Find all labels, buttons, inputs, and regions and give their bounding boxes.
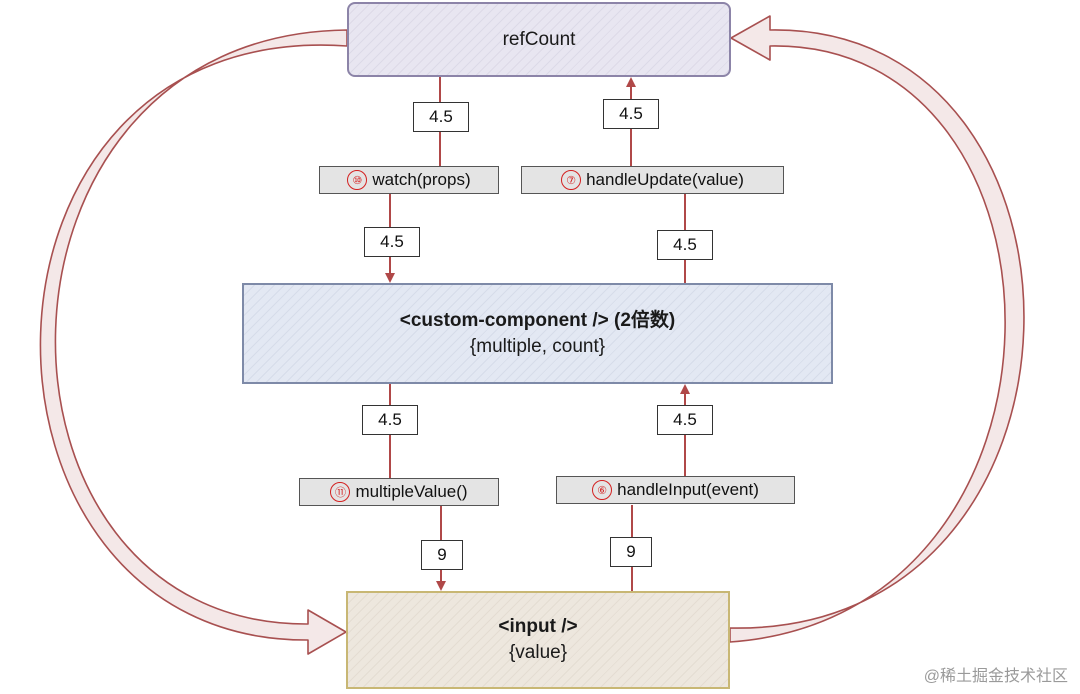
watermark: @稀土掘金技术社区 bbox=[923, 668, 1068, 685]
step-handle-update: ⑦ handleUpdate(value) bbox=[521, 166, 784, 194]
step-number-10: ⑩ bbox=[347, 170, 368, 190]
edge-value-comp-left-bottom: 9 bbox=[421, 540, 463, 570]
custom-component-node: <custom-component /> (2倍数) {multiple, co… bbox=[242, 283, 833, 384]
step-handle-input: ⑥ handleInput(event) bbox=[556, 476, 795, 504]
step-multiple-value: ⑪ multipleValue() bbox=[299, 478, 499, 506]
edge-value-comp-left-top: 4.5 bbox=[362, 405, 418, 435]
edge-value-comp-right-bottom: 9 bbox=[610, 537, 652, 567]
step-watch-props: ⑩ watch(props) bbox=[319, 166, 499, 194]
edge-value-comp-right-top: 4.5 bbox=[657, 405, 713, 435]
loop-arrow-right-shape bbox=[729, 15, 1025, 643]
step-handle-update-label: handleUpdate(value) bbox=[586, 170, 744, 189]
step-number-11: ⑪ bbox=[330, 482, 351, 502]
ref-count-node: refCount bbox=[347, 2, 731, 77]
ref-count-title: refCount bbox=[502, 28, 576, 50]
custom-component-props: {multiple, count} bbox=[469, 335, 606, 357]
step-number-7: ⑦ bbox=[561, 170, 582, 190]
edge-value-ref-left-top: 4.5 bbox=[413, 102, 469, 132]
custom-component-title: <custom-component /> (2倍数) bbox=[399, 309, 676, 331]
step-watch-label: watch(props) bbox=[372, 170, 471, 189]
edge-value-ref-left-bottom: 4.5 bbox=[364, 227, 420, 257]
input-title: <input /> bbox=[498, 616, 578, 638]
edge-value-ref-right-top: 4.5 bbox=[603, 99, 659, 129]
input-node: <input /> {value} bbox=[346, 591, 730, 689]
step-handle-input-label: handleInput(event) bbox=[617, 480, 759, 499]
step-multiple-value-label: multipleValue() bbox=[355, 482, 468, 501]
edge-value-ref-right-bottom: 4.5 bbox=[657, 230, 713, 260]
input-props: {value} bbox=[508, 642, 568, 663]
loop-arrow-left-shape bbox=[39, 29, 348, 655]
step-number-6: ⑥ bbox=[592, 480, 613, 500]
